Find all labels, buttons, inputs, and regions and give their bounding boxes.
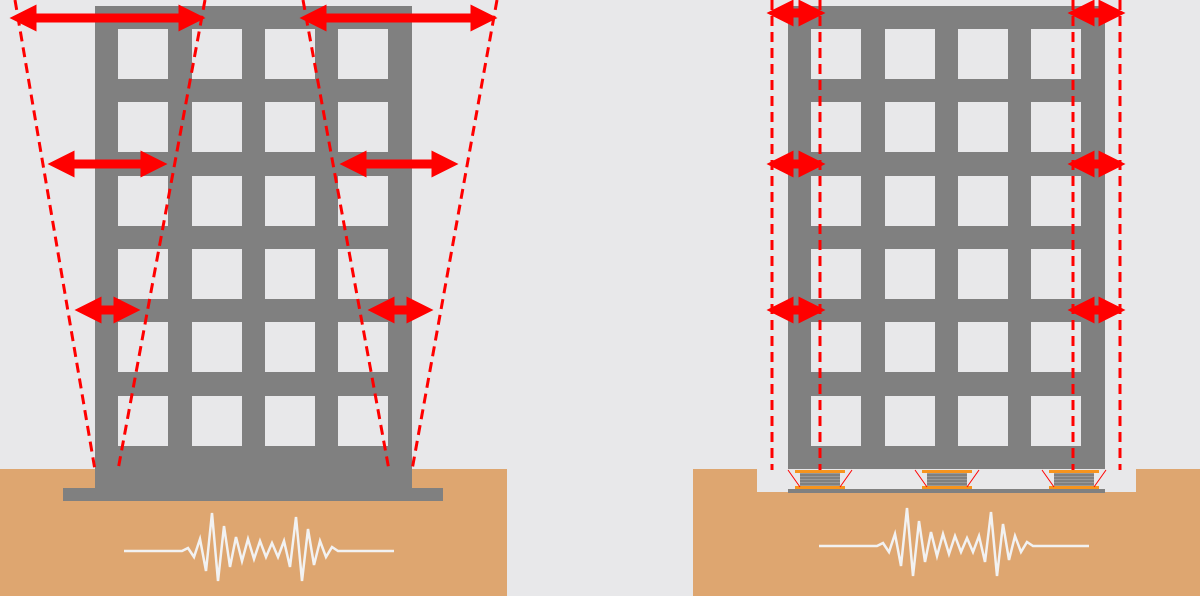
conventional-building-panel	[0, 0, 507, 596]
window	[118, 249, 168, 299]
window	[338, 102, 388, 152]
base-isolator	[914, 469, 980, 489]
isolator-bottom-plate	[795, 486, 845, 489]
isolator-deform-line	[1093, 469, 1107, 488]
isolator-top-plate	[795, 470, 845, 473]
isolator-deform-line	[787, 469, 801, 488]
window	[811, 322, 861, 372]
window	[1031, 102, 1081, 152]
window	[265, 176, 315, 226]
window	[192, 176, 242, 226]
window	[958, 176, 1008, 226]
window	[265, 29, 315, 79]
window	[885, 396, 935, 446]
isolator-deform-line	[966, 469, 980, 488]
window	[338, 396, 388, 446]
window	[118, 322, 168, 372]
window	[338, 322, 388, 372]
ground-with-pit	[693, 469, 1200, 596]
window	[265, 322, 315, 372]
base-slab	[788, 489, 1105, 493]
window	[338, 249, 388, 299]
isolator-top-plate	[922, 470, 972, 473]
window	[958, 102, 1008, 152]
window	[192, 396, 242, 446]
isolated-building-panel	[693, 0, 1200, 596]
seismic-wave-icon	[819, 507, 1089, 577]
deflection-line	[13, 0, 97, 471]
isolator-top-plate	[1049, 470, 1099, 473]
window	[958, 396, 1008, 446]
window	[958, 249, 1008, 299]
window	[118, 29, 168, 79]
base-isolator	[1041, 469, 1107, 489]
window	[885, 102, 935, 152]
window	[885, 249, 935, 299]
window	[811, 102, 861, 152]
window	[265, 102, 315, 152]
window	[118, 396, 168, 446]
isolator-deform-line	[1041, 469, 1055, 488]
window	[958, 29, 1008, 79]
window	[265, 396, 315, 446]
window	[192, 322, 242, 372]
window	[118, 102, 168, 152]
deflection-line	[410, 0, 499, 471]
seismic-wave-icon	[124, 512, 394, 582]
building-frame	[788, 6, 1105, 469]
window	[192, 29, 242, 79]
window	[885, 29, 935, 79]
window	[265, 249, 315, 299]
foundation-slab	[63, 488, 443, 501]
window	[885, 176, 935, 226]
window	[192, 102, 242, 152]
window	[958, 322, 1008, 372]
isolator-deform-line	[914, 469, 928, 488]
window	[1031, 322, 1081, 372]
window	[192, 249, 242, 299]
base-isolator	[787, 469, 853, 489]
window	[118, 176, 168, 226]
window	[338, 176, 388, 226]
window	[338, 29, 388, 79]
isolator-bottom-plate	[922, 486, 972, 489]
isolator-bottom-plate	[1049, 486, 1099, 489]
isolator-deform-line	[839, 469, 853, 488]
window	[885, 322, 935, 372]
